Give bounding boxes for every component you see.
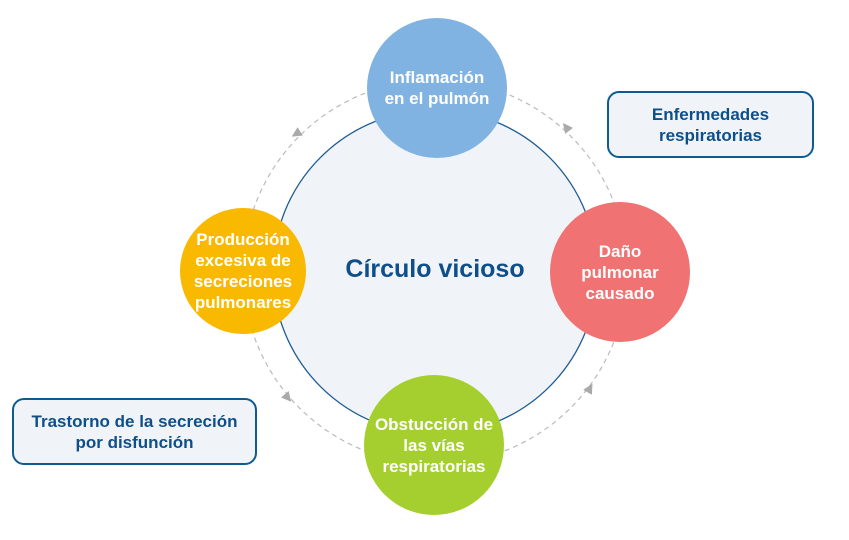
- arrow-icon: [280, 390, 292, 402]
- node-airway-obstruction: Obstucción de las vías respiratorias: [364, 375, 504, 515]
- box-secretion-disorder: Trastorno de la secreción por disfunción: [12, 398, 257, 465]
- box-respiratory-diseases: Enfermedades respiratorias: [607, 91, 814, 158]
- center-title: Círculo vicioso: [345, 255, 525, 283]
- arrow-icon: [562, 123, 574, 135]
- node-excess-secretions: Producción excesiva de secreciones pulmo…: [180, 208, 306, 334]
- node-lung-damage: Daño pulmonar causado: [550, 202, 690, 342]
- node-inflammation: Inflamación en el pulmón: [367, 18, 507, 158]
